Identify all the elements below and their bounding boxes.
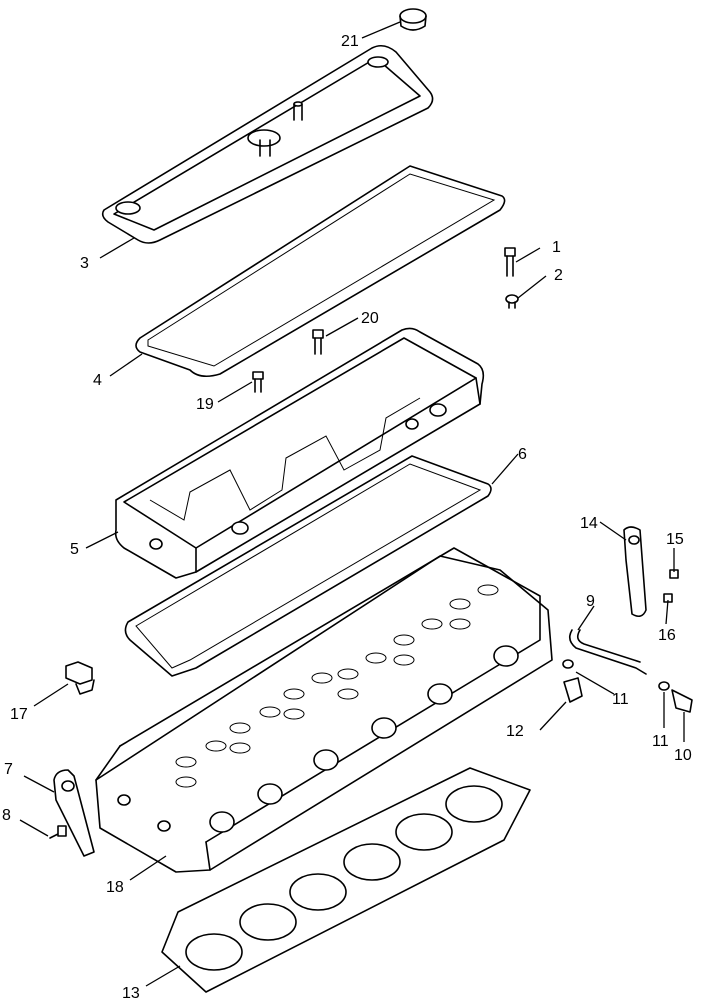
callout-13: 13	[122, 985, 140, 1000]
callout-1: 1	[552, 239, 561, 256]
callout-15: 15	[666, 531, 684, 548]
callout-20: 20	[361, 310, 379, 327]
pipe-bracket	[623, 526, 647, 618]
oil-filler-cap	[399, 8, 427, 31]
cylinder-head	[95, 547, 553, 873]
washer	[658, 681, 670, 691]
callout-16: 16	[658, 627, 676, 644]
callout-10: 10	[674, 747, 692, 764]
callout-11: 11	[652, 733, 669, 750]
plug	[65, 661, 95, 695]
head-gasket	[161, 767, 531, 993]
valve-cover-gasket	[135, 165, 506, 378]
rocker-housing	[114, 327, 485, 579]
screw	[252, 371, 264, 393]
oil-pipe	[568, 629, 647, 675]
washer	[562, 659, 574, 669]
bolt	[504, 247, 516, 277]
callout-18: 18	[106, 879, 124, 896]
callout-5: 5	[70, 541, 79, 558]
callout-2: 2	[554, 267, 563, 284]
callout-4: 4	[93, 372, 102, 389]
valve-cover	[101, 44, 434, 244]
callout-17: 17	[10, 706, 28, 723]
leader-lines	[19, 21, 685, 987]
nut	[505, 294, 519, 309]
rocker-housing-gasket	[124, 455, 492, 677]
callout-19: 19	[196, 396, 214, 413]
callout-labels: 21 3 1 2 4 20 19 6 5 14 15 16 9 17 11 11…	[2, 33, 692, 1000]
elbow-fitting	[563, 677, 583, 703]
callout-12: 12	[506, 723, 524, 740]
callout-6: 6	[518, 446, 527, 463]
stud	[312, 329, 324, 355]
callout-8: 8	[2, 807, 11, 824]
callout-9: 9	[586, 593, 595, 610]
callout-11: 11	[612, 691, 629, 708]
lifting-bracket	[53, 769, 95, 857]
fitting	[671, 689, 693, 713]
callout-21: 21	[341, 33, 359, 50]
bracket-bolt	[49, 825, 67, 839]
callout-14: 14	[580, 515, 598, 532]
callout-7: 7	[4, 761, 13, 778]
callout-3: 3	[80, 255, 89, 272]
